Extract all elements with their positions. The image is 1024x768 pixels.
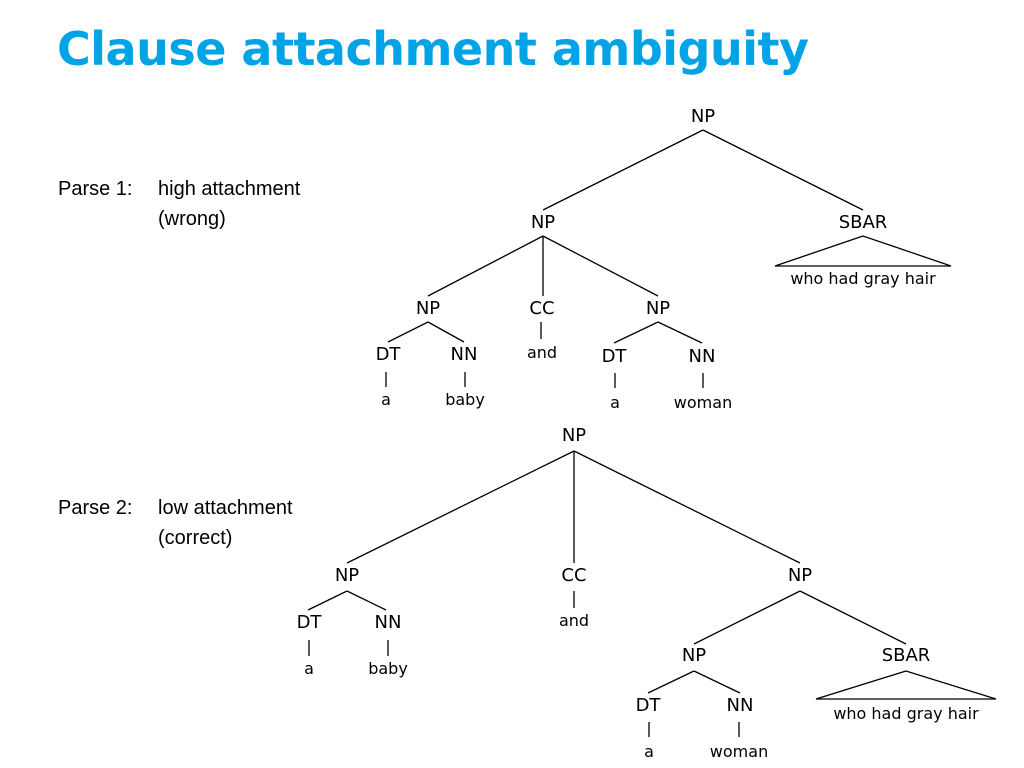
word-a: a — [644, 742, 654, 761]
word-baby: baby — [445, 390, 485, 409]
edge — [702, 129, 864, 211]
node-np-root: NP — [691, 106, 715, 127]
node-nn: NN — [451, 344, 478, 365]
edge — [657, 321, 703, 344]
edge — [307, 590, 348, 611]
parse-2-label: Parse 2: — [58, 497, 133, 519]
edge — [346, 590, 387, 611]
node-dt: DT — [297, 612, 323, 633]
parse-tree-2: NP NP CC NP DT NN and NP SBAR a baby DT … — [297, 425, 997, 761]
word-baby: baby — [368, 659, 408, 678]
sbar-triangle — [774, 235, 952, 267]
parse-2-note: (correct) — [158, 527, 233, 549]
node-np: NP — [416, 298, 440, 319]
node-np: NP — [335, 565, 359, 586]
edge — [693, 670, 741, 694]
node-cc: CC — [529, 298, 554, 319]
word-and: and — [559, 611, 589, 630]
node-nn: NN — [689, 346, 716, 367]
node-np: NP — [646, 298, 670, 319]
sbar-triangle — [815, 670, 997, 700]
edge — [542, 129, 704, 211]
word-a: a — [304, 659, 314, 678]
edge — [427, 321, 465, 343]
edge — [613, 321, 659, 344]
node-np-root: NP — [562, 425, 586, 446]
word-woman: woman — [674, 393, 732, 412]
word-a: a — [610, 393, 620, 412]
edge — [799, 590, 907, 645]
sbar-phrase: who had gray hair — [833, 704, 979, 723]
sbar-phrase: who had gray hair — [790, 269, 936, 288]
edge — [427, 235, 544, 297]
node-dt: DT — [376, 344, 402, 365]
edge — [573, 450, 801, 564]
node-nn: NN — [375, 612, 402, 633]
edge — [693, 590, 801, 645]
node-sbar: SBAR — [882, 645, 931, 666]
word-a: a — [381, 390, 391, 409]
word-woman: woman — [710, 742, 768, 761]
slide-title: Clause attachment ambiguity — [57, 22, 809, 76]
edge — [346, 450, 575, 564]
parse-1-label: Parse 1: — [58, 178, 133, 200]
node-dt: DT — [602, 346, 628, 367]
parse-2-description: low attachment — [158, 497, 293, 519]
parse-tree-1: NP NP SBAR who had gray hair NP CC NP DT… — [376, 106, 952, 412]
edge — [387, 321, 429, 343]
edge — [647, 670, 695, 694]
node-np: NP — [531, 212, 555, 233]
node-cc: CC — [561, 565, 586, 586]
node-nn: NN — [727, 695, 754, 716]
node-dt: DT — [636, 695, 662, 716]
parse-1-description: high attachment — [158, 178, 301, 200]
node-np: NP — [788, 565, 812, 586]
node-np: NP — [682, 645, 706, 666]
word-and: and — [527, 343, 557, 362]
edge — [542, 235, 659, 297]
parse-1-note: (wrong) — [158, 208, 226, 230]
node-sbar: SBAR — [839, 212, 888, 233]
